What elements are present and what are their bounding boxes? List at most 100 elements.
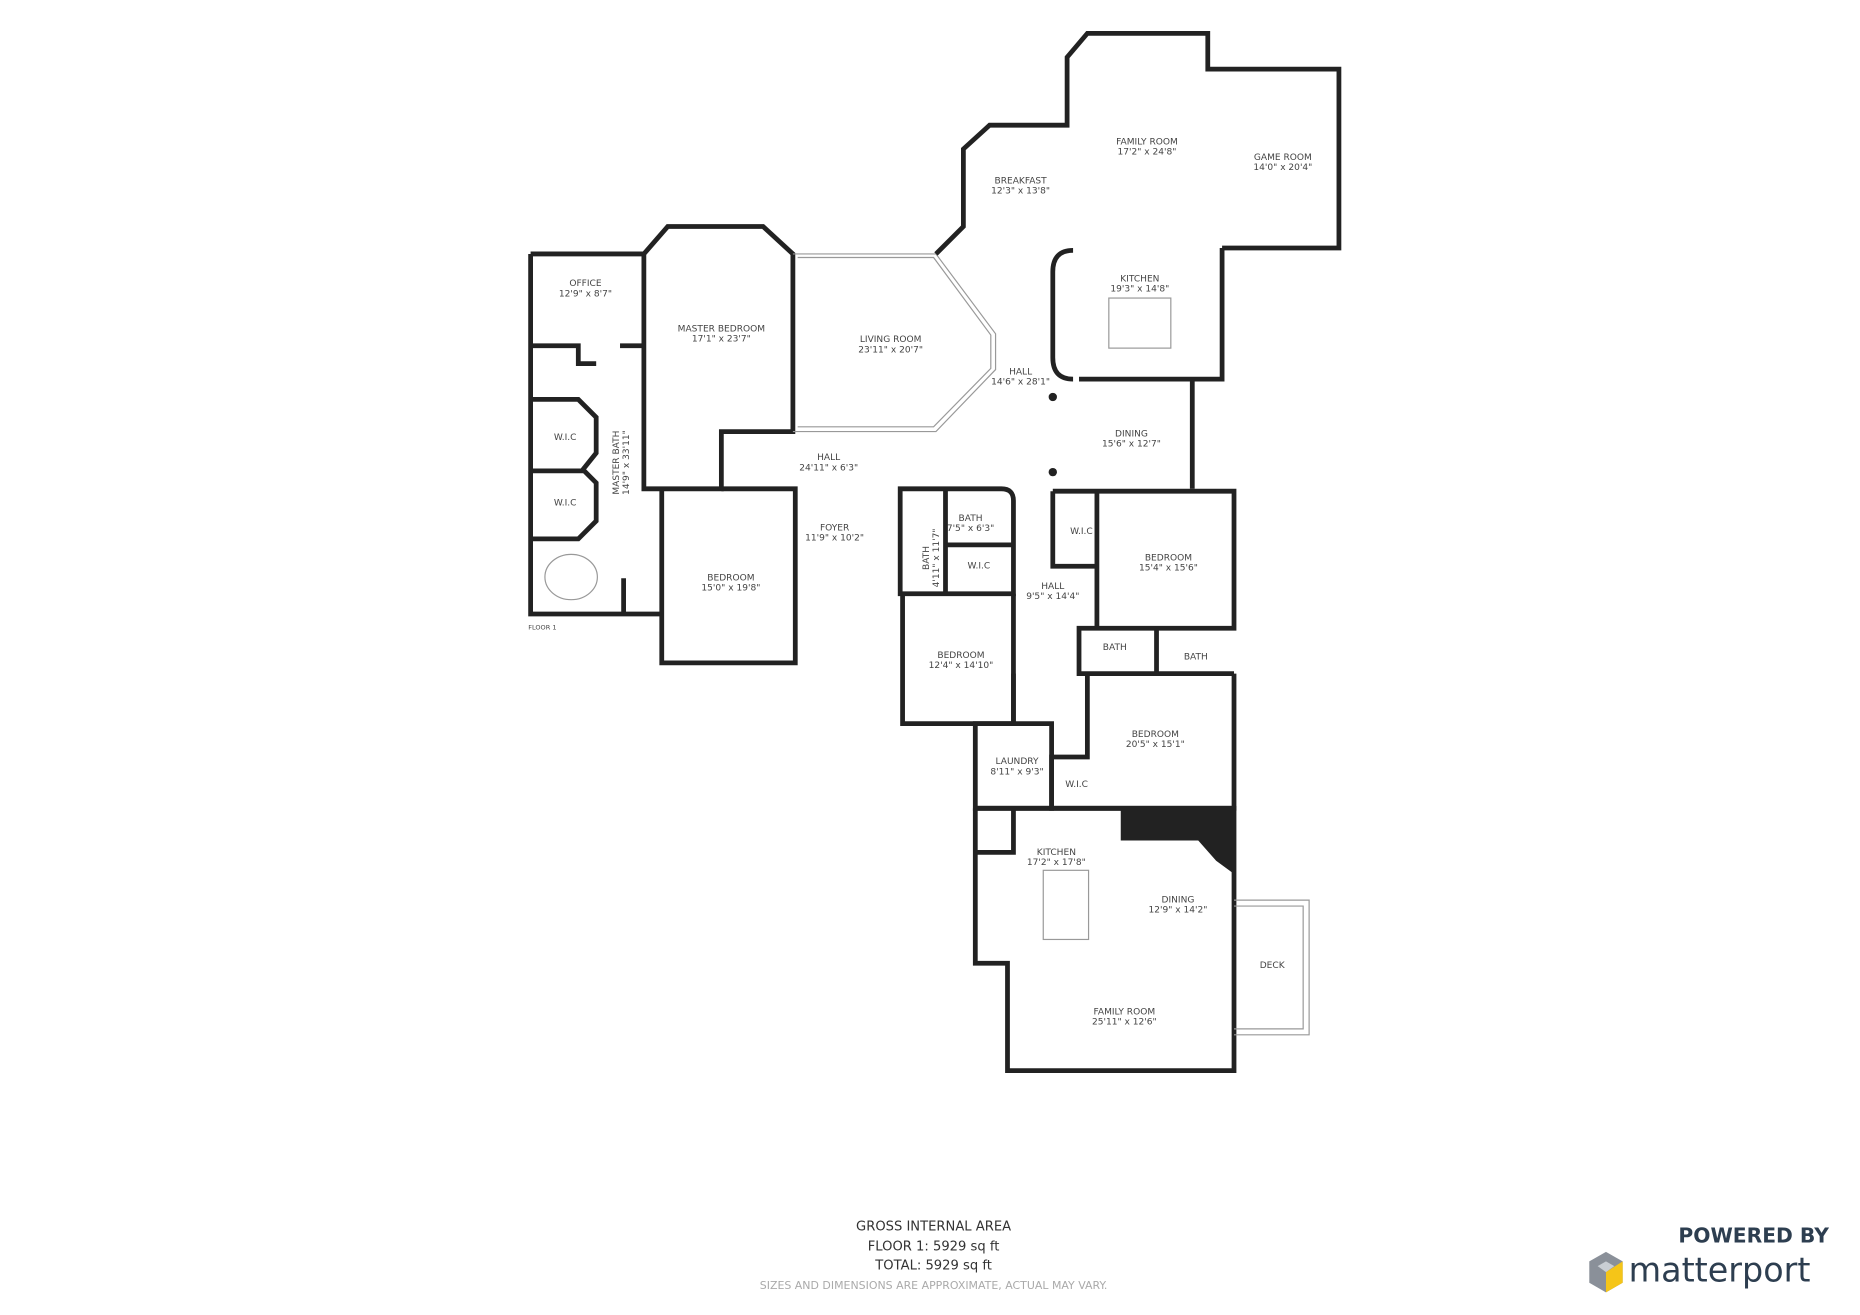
room-name: BEDROOM <box>1145 553 1192 563</box>
room-label: W.I.C <box>554 433 577 443</box>
room-dimensions: 15'4" x 15'6" <box>1139 563 1198 573</box>
room-label: DECK <box>1260 961 1286 971</box>
room-name: DINING <box>1115 429 1148 439</box>
room-name: BATH <box>922 546 932 570</box>
room-label: W.I.C <box>1065 780 1088 790</box>
room-name: MASTER BATH <box>612 430 622 494</box>
room-name: LAUNDRY <box>996 757 1039 767</box>
floor-label: FLOOR 1 <box>528 623 556 631</box>
room-name: HALL <box>1041 582 1064 592</box>
room-dimensions: 17'2" x 24'8" <box>1118 147 1177 157</box>
room-name: DINING <box>1162 895 1195 905</box>
room-dimensions: 19'3" x 14'8" <box>1110 284 1169 294</box>
room-name: FOYER <box>820 524 850 534</box>
total-area: TOTAL: 5929 sq ft <box>874 1259 992 1274</box>
room-dimensions: 15'0" x 19'8" <box>701 584 760 594</box>
room-dimensions: 12'3" x 13'8" <box>991 187 1050 197</box>
disclaimer: SIZES AND DIMENSIONS ARE APPROXIMATE, AC… <box>760 1279 1108 1292</box>
room-name: W.I.C <box>554 498 577 508</box>
area-summary: GROSS INTERNAL AREA FLOOR 1: 5929 sq ft … <box>760 1219 1108 1291</box>
room-name: BATH <box>959 514 983 524</box>
room-dimensions: 23'11" x 20'7" <box>858 345 923 355</box>
room-name: BATH <box>1184 652 1208 662</box>
room-name: LIVING ROOM <box>860 335 922 345</box>
floor-area: FLOOR 1: 5929 sq ft <box>868 1240 1000 1255</box>
room-dimensions: 15'6" x 12'7" <box>1102 439 1161 449</box>
room-label: W.I.C <box>554 498 577 508</box>
room-dimensions: 7'5" x 6'3" <box>947 524 994 534</box>
room-dimensions: 8'11" x 9'3" <box>990 767 1043 777</box>
room-name: BEDROOM <box>1132 730 1179 740</box>
room-label: BATH <box>1184 652 1208 662</box>
kitchen-island <box>1042 869 1090 941</box>
column <box>1048 467 1057 477</box>
room-name: HALL <box>1009 367 1032 377</box>
room-dimensions: 25'11" x 12'6" <box>1092 1018 1157 1028</box>
room-label: W.I.C <box>1070 527 1093 537</box>
room-name: HALL <box>817 453 840 463</box>
powered-by: POWERED BY <box>1678 1223 1829 1247</box>
bathtub <box>544 553 598 601</box>
room-dimensions: 14'0" x 20'4" <box>1253 163 1312 173</box>
walls <box>528 30 1342 1073</box>
room-name: W.I.C <box>968 562 991 572</box>
area-title: GROSS INTERNAL AREA <box>856 1219 1011 1234</box>
room-name: BREAKFAST <box>995 177 1048 187</box>
room-label: BATH <box>1103 643 1127 653</box>
matterport-logo-text: matterport <box>1629 1251 1811 1290</box>
room-name: W.I.C <box>1065 780 1088 790</box>
room-dimensions: 11'9" x 10'2" <box>805 534 864 544</box>
kitchen-island <box>1108 297 1172 349</box>
room-dimensions: 24'11" x 6'3" <box>799 463 858 473</box>
room-name: MASTER BEDROOM <box>678 324 765 334</box>
deck-outline <box>1234 899 1310 1036</box>
room-dimensions: 20'5" x 15'1" <box>1126 740 1185 750</box>
room-name: KITCHEN <box>1037 848 1076 858</box>
room-dimensions: 12'9" x 14'2" <box>1149 906 1208 916</box>
room-dimensions: 12'4" x 14'10" <box>929 661 994 671</box>
room-dimensions: 12'9" x 8'7" <box>559 289 612 299</box>
room-name: BEDROOM <box>937 651 984 661</box>
matterport-branding: POWERED BY matterport <box>1589 1223 1829 1293</box>
room-dimensions: 17'1" x 23'7" <box>692 335 751 345</box>
room-name: BATH <box>1103 643 1127 653</box>
room-dimensions: 14'9" x 33'11" <box>622 430 632 495</box>
room-name: W.I.C <box>1070 527 1093 537</box>
room-name: GAME ROOM <box>1254 153 1312 163</box>
room-name: FAMILY ROOM <box>1094 1008 1156 1018</box>
column <box>1048 392 1057 402</box>
room-name: FAMILY ROOM <box>1116 137 1178 147</box>
solid-fill-block <box>1120 808 1235 874</box>
room-dimensions: 14'6" x 28'1" <box>991 377 1050 387</box>
room-name: W.I.C <box>554 433 577 443</box>
room-dimensions: 9'5" x 14'4" <box>1026 592 1079 602</box>
room-name: OFFICE <box>569 279 602 289</box>
room-label: W.I.C <box>968 562 991 572</box>
room-name: DECK <box>1260 961 1286 971</box>
room-dimensions: 17'2" x 17'8" <box>1027 858 1086 868</box>
room-dimensions: 4'11" x 11'7" <box>932 528 942 587</box>
